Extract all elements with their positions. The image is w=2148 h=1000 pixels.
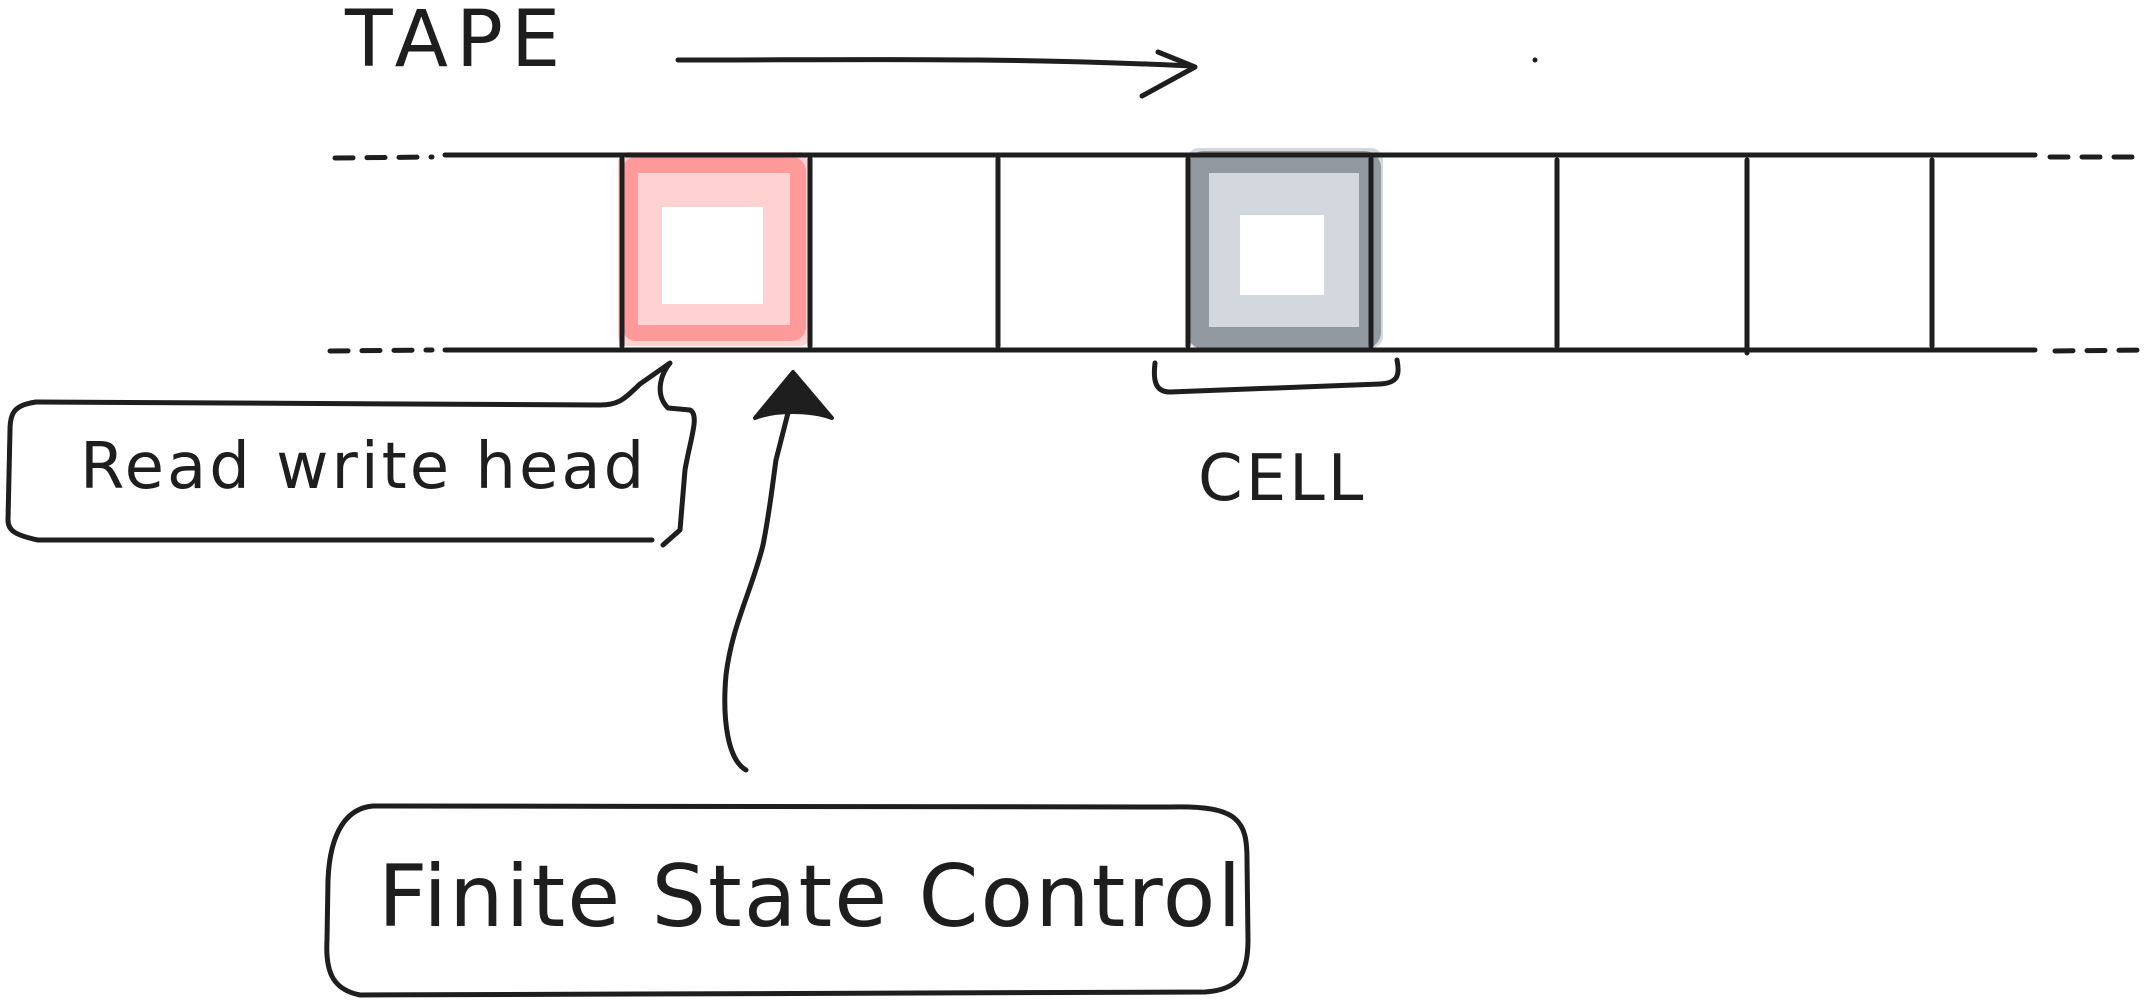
tape-direction-arrow	[675, 49, 1198, 99]
tape-title: TAPE	[344, 0, 568, 85]
example-cell-highlight	[1187, 148, 1383, 349]
read-write-head-label: Read write head	[80, 430, 647, 504]
cell-label: CELL	[1198, 442, 1366, 516]
tape	[327, 152, 2148, 356]
control-to-head-arrow	[722, 370, 834, 773]
read-write-head-callout: Read write head	[5, 360, 697, 548]
arrowhead	[753, 370, 834, 420]
stray-dot	[1532, 57, 1538, 63]
finite-state-control-box: Finite State Control	[324, 803, 1251, 998]
head-cell-highlight	[618, 152, 810, 346]
finite-state-control-label: Finite State Control	[378, 847, 1243, 947]
cell-bracket: CELL	[1151, 357, 1401, 516]
